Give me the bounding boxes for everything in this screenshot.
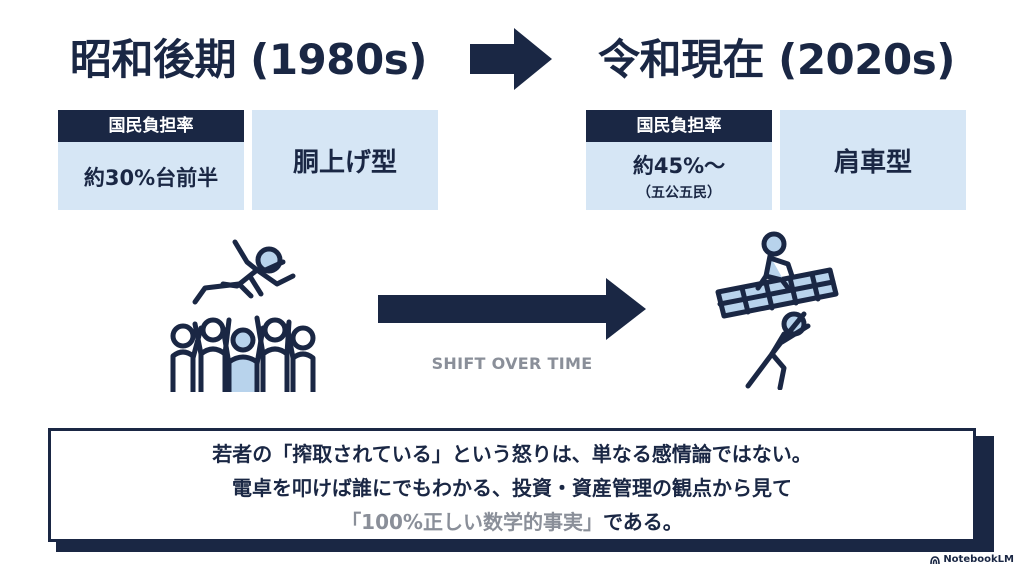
message-line-1: 若者の「搾取されている」という怒りは、単なる感情論ではない。 <box>212 442 812 466</box>
era-title-reiwa: 令和現在 (2020s) <box>598 35 955 84</box>
burden-rate-box-reiwa: 国民負担率 約45%〜 （五公五民） <box>586 110 772 210</box>
burden-rate-box-showa: 国民負担率 約30%台前半 <box>58 110 244 210</box>
era-title-showa: 昭和後期 (1980s) <box>70 35 427 84</box>
burden-rate-note: （五公五民） <box>637 185 721 201</box>
right-arrow-icon <box>470 28 552 90</box>
message-line-3-rest: である。 <box>602 510 683 534</box>
brand-label: NotebookLM <box>943 554 1014 565</box>
people-tossing-person-icon <box>170 239 316 392</box>
shift-over-time-label: SHIFT OVER TIME <box>431 354 593 373</box>
burden-rate-header: 国民負担率 <box>586 110 772 142</box>
message-highlight: 「100%正しい数学的事実」 <box>341 510 603 534</box>
society-type-reiwa: 肩車型 <box>780 110 966 210</box>
message-line-2: 電卓を叩けば誰にでもわかる、投資・資産管理の観点から見て <box>232 476 792 500</box>
burden-rate-value: 約45%〜 <box>632 154 726 178</box>
people-carrying-ladder-icon <box>715 231 839 390</box>
burden-rate-header: 国民負担率 <box>58 110 244 142</box>
burden-rate-value: 約30%台前半 <box>83 166 219 190</box>
shift-arrow-icon <box>378 278 646 340</box>
notebooklm-logo-icon <box>930 555 941 564</box>
message-line-3: 「100%正しい数学的事実」である。 <box>51 505 973 539</box>
message-box: 若者の「搾取されている」という怒りは、単なる感情論ではない。 電卓を叩けば誰にで… <box>48 428 976 542</box>
notebooklm-brand: NotebookLM <box>930 554 1014 565</box>
society-type-showa: 胴上げ型 <box>252 110 438 210</box>
